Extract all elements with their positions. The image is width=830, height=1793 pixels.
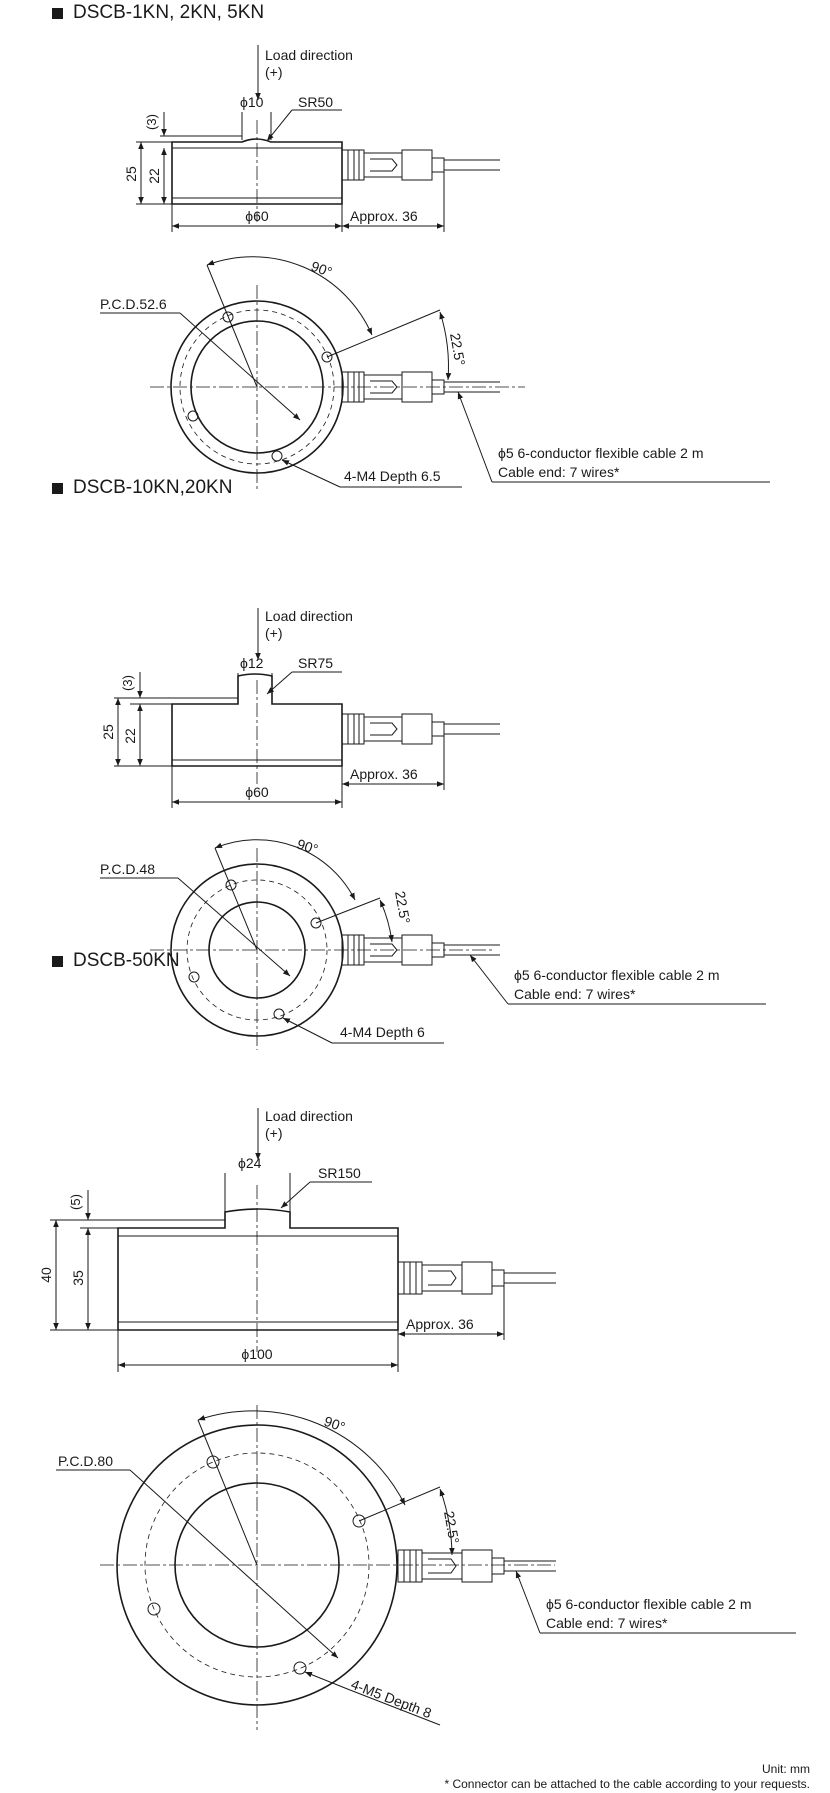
- load-direction-label: Load direction: [265, 608, 353, 624]
- square-bullet-icon: [52, 7, 63, 19]
- load-direction-label: Load direction: [265, 47, 353, 63]
- top-diameter-label: ϕ10: [240, 94, 264, 110]
- section-3-top-view: 90° 22.5° P.C.D.80 4-M5 Depth 8 ϕ5 6-con…: [56, 1405, 796, 1730]
- section-2-title: DSCB-10KN,20KN: [52, 477, 232, 499]
- angle-connector-label: 22.5°: [392, 890, 413, 925]
- section-2-title-text: DSCB-10KN,20KN: [73, 477, 233, 498]
- connector-length-label: Approx. 36: [350, 208, 418, 224]
- section-1-side-view: Load direction (+) ϕ10 SR50 25 22 (3): [123, 45, 500, 232]
- section-3-title-text: DSCB-50KN: [73, 950, 180, 971]
- sphere-radius-label: SR150: [318, 1165, 361, 1181]
- cable-line-2: Cable end: 7 wires*: [514, 986, 636, 1002]
- height-step-label: (3): [144, 114, 159, 130]
- section-3-title: DSCB-50KN: [52, 950, 180, 972]
- cable-line-2: Cable end: 7 wires*: [546, 1615, 668, 1631]
- footer-notes: Unit: mm * Connector can be attached to …: [444, 1762, 810, 1792]
- height-step-label: (5): [68, 1194, 83, 1210]
- height-total-label: 25: [100, 724, 116, 740]
- section-1-top-view: 90° 22.5° P.C.D.52.6 4-M4 Depth 6.5 ϕ5 6…: [100, 256, 770, 492]
- top-diameter-label: ϕ12: [240, 655, 264, 671]
- angle-holes-label: 90°: [309, 258, 334, 280]
- load-direction-sign: (+): [265, 625, 283, 641]
- pcd-label: P.C.D.80: [58, 1453, 113, 1469]
- load-direction-label: Load direction: [265, 1108, 353, 1124]
- height-body-label: 22: [122, 728, 138, 744]
- section-1-title: DSCB-1KN, 2KN, 5KN: [52, 2, 264, 24]
- sphere-radius-label: SR50: [298, 94, 333, 110]
- cable-line-1: ϕ5 6-conductor flexible cable 2 m: [498, 445, 704, 461]
- section-1-title-text: DSCB-1KN, 2KN, 5KN: [73, 2, 265, 23]
- height-total-label: 25: [123, 166, 139, 182]
- body-diameter-label: ϕ60: [245, 784, 269, 800]
- height-total-label: 40: [38, 1267, 54, 1283]
- angle-holes-label: 90°: [295, 836, 320, 858]
- holes-label: 4-M5 Depth 8: [349, 1676, 434, 1721]
- section-3-side-view: Load direction (+) ϕ24 SR150 40 35 (5): [38, 1108, 556, 1372]
- holes-label: 4-M4 Depth 6: [340, 1024, 425, 1040]
- cable-line-1: ϕ5 6-conductor flexible cable 2 m: [514, 967, 720, 983]
- angle-connector-label: 22.5°: [447, 332, 468, 367]
- cable-line-1: ϕ5 6-conductor flexible cable 2 m: [546, 1596, 752, 1612]
- cable-line-2: Cable end: 7 wires*: [498, 464, 620, 480]
- connector-length-label: Approx. 36: [406, 1316, 474, 1332]
- connector-note: * Connector can be attached to the cable…: [444, 1777, 810, 1791]
- holes-label: 4-M4 Depth 6.5: [344, 468, 441, 484]
- section-2-side-view: Load direction (+) ϕ12 SR75 25 22 (3) ϕ6…: [100, 608, 500, 808]
- pcd-label: P.C.D.52.6: [100, 296, 167, 312]
- unit-label: Unit: mm: [762, 1762, 810, 1776]
- square-bullet-icon: [52, 482, 63, 494]
- body-diameter-label: ϕ100: [241, 1346, 272, 1362]
- section-2-top-view: 90° 22.5° P.C.D.48 4-M4 Depth 6 ϕ5 6-con…: [100, 836, 766, 1050]
- angle-connector-label: 22.5°: [441, 1510, 462, 1545]
- square-bullet-icon: [52, 955, 63, 967]
- top-diameter-label: ϕ24: [238, 1155, 262, 1171]
- angle-holes-label: 90°: [322, 1413, 347, 1435]
- height-body-label: 22: [146, 168, 162, 184]
- sphere-radius-label: SR75: [298, 655, 333, 671]
- height-step-label: (3): [120, 675, 135, 691]
- pcd-label: P.C.D.48: [100, 861, 155, 877]
- height-body-label: 35: [70, 1270, 86, 1286]
- connector-length-label: Approx. 36: [350, 766, 418, 782]
- body-diameter-label: ϕ60: [245, 208, 269, 224]
- load-direction-sign: (+): [265, 1125, 283, 1141]
- load-direction-sign: (+): [265, 64, 283, 80]
